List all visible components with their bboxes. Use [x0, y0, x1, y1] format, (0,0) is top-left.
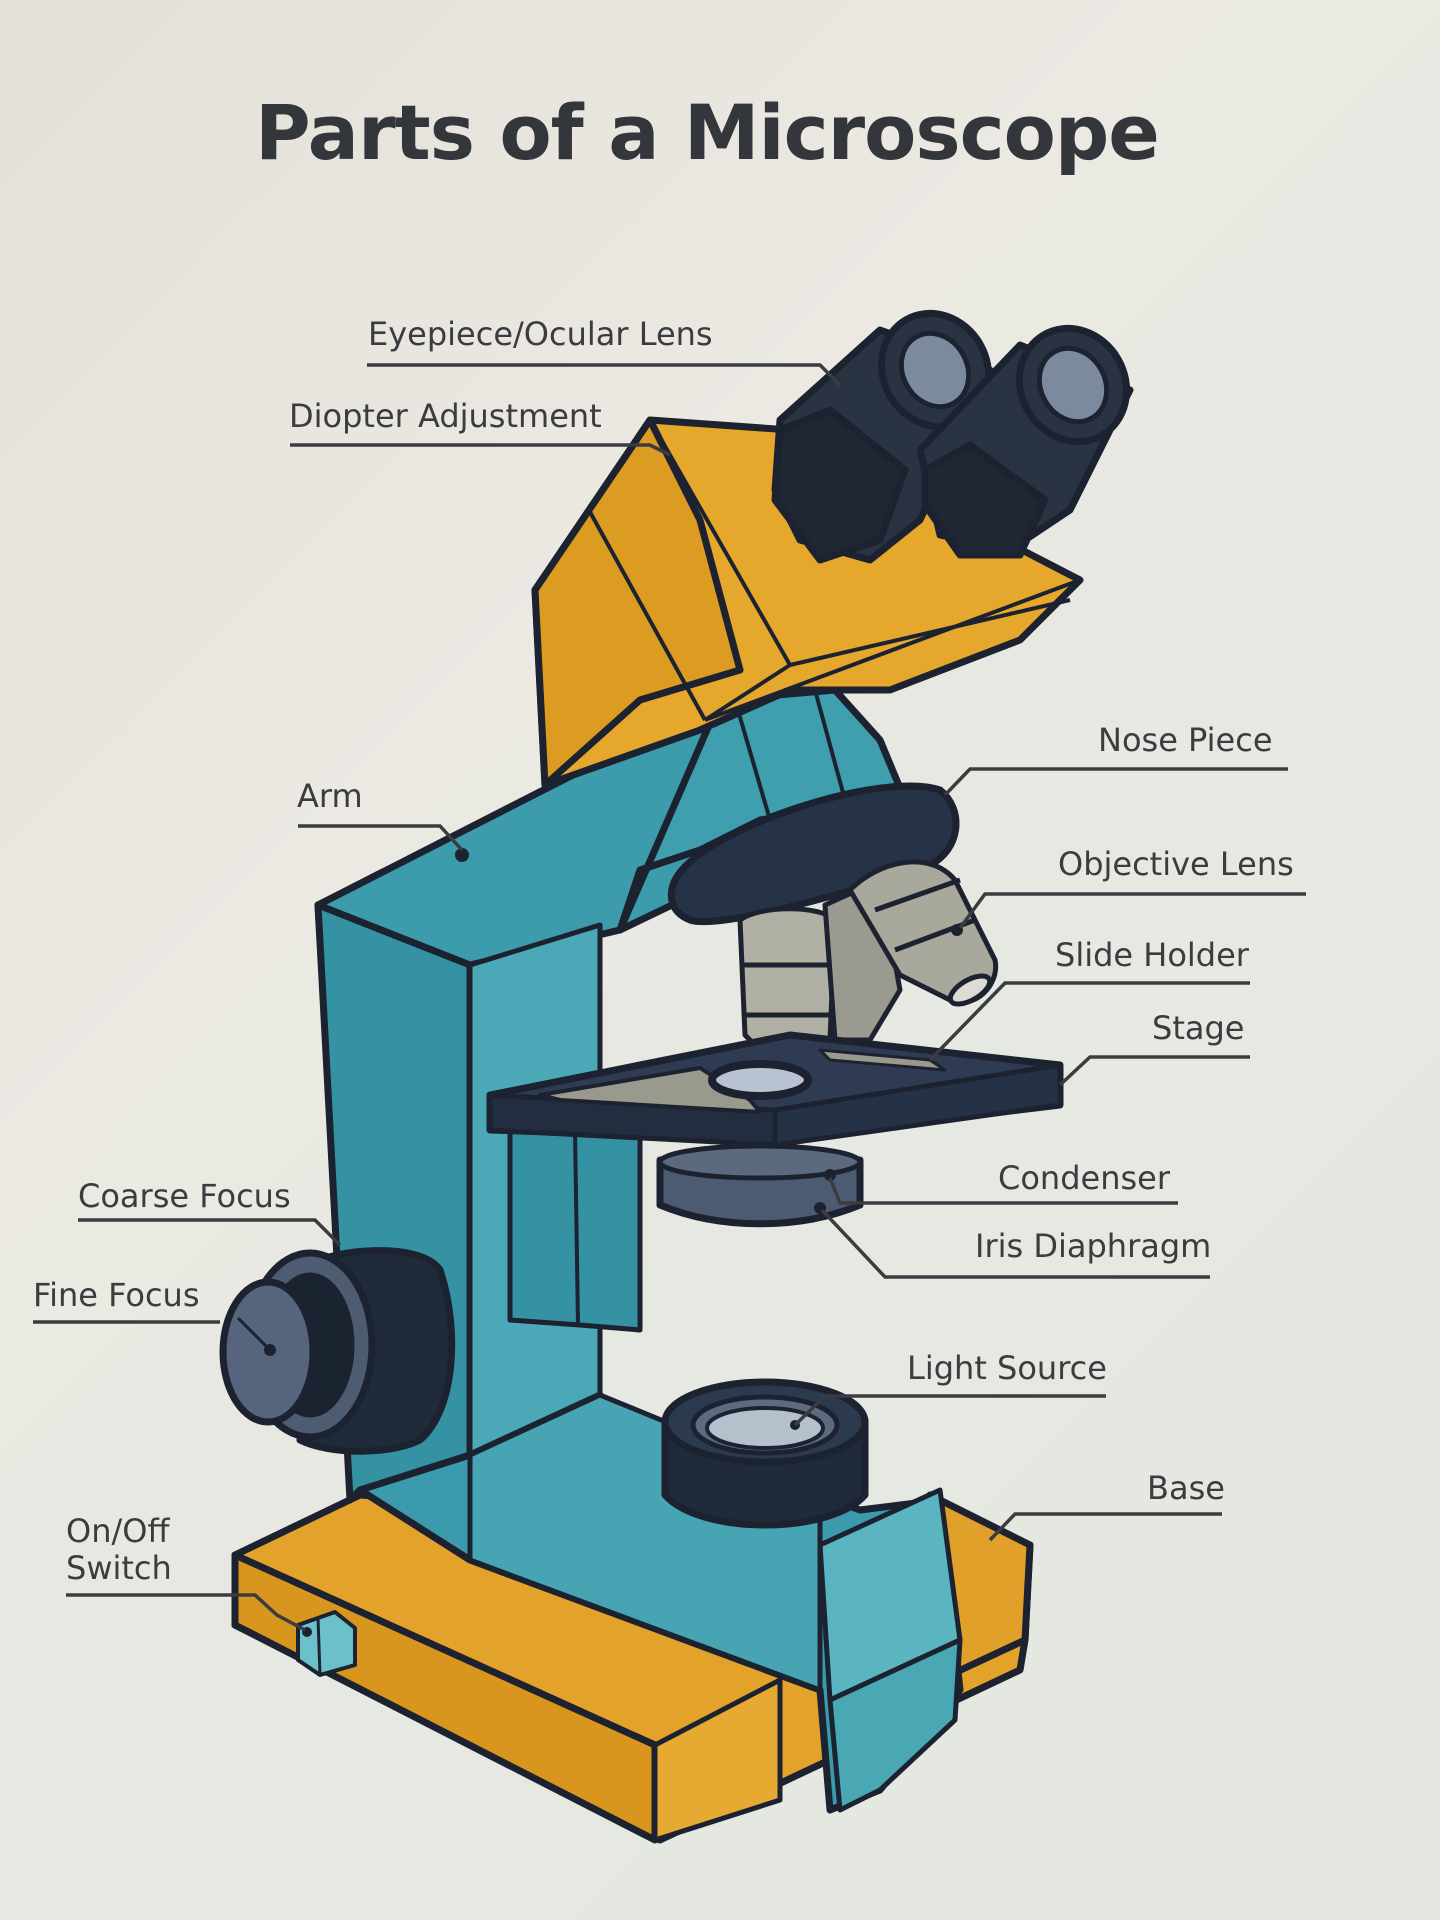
leader-condenser	[828, 1177, 1178, 1205]
fine-focus-knob	[219, 1278, 317, 1426]
nose-piece	[667, 782, 960, 926]
leader-iris	[820, 1208, 1210, 1279]
leader-base	[988, 1512, 1222, 1542]
leader-objective	[958, 892, 1306, 930]
leader-arm	[298, 824, 464, 852]
leader-light-source	[793, 1394, 1106, 1427]
page-title: Parts of a Microscope	[255, 88, 1160, 177]
label-on-off-line2: Switch	[66, 1548, 172, 1587]
eyepiece-left	[771, 309, 994, 564]
objective-lenses	[737, 859, 999, 1061]
label-fine-focus: Fine Focus	[33, 1276, 200, 1314]
leader-eyepiece	[367, 363, 842, 387]
label-on-off-line1: On/Off	[66, 1512, 170, 1550]
leader-nose-piece	[943, 767, 1288, 797]
label-nose-piece: Nose Piece	[1098, 721, 1273, 759]
leader-stage	[1058, 1055, 1250, 1087]
leader-diopter	[290, 443, 671, 457]
leader-switch	[66, 1593, 306, 1632]
on-off-switch	[296, 1610, 357, 1677]
leader-slide-holder	[928, 981, 1250, 1062]
label-arm: Arm	[297, 777, 363, 815]
label-coarse-focus: Coarse Focus	[78, 1177, 291, 1215]
leader-lines	[33, 363, 1306, 1632]
stage	[486, 1031, 1064, 1148]
label-iris-diaphragm: Iris Diaphragm	[975, 1227, 1212, 1265]
light-source	[661, 1378, 869, 1529]
leader-coarse-focus	[78, 1218, 342, 1247]
eyepiece-right	[916, 324, 1134, 559]
label-objective-lens: Objective Lens	[1058, 845, 1294, 883]
label-slide-holder: Slide Holder	[1055, 936, 1249, 974]
condenser	[656, 1143, 864, 1228]
label-light-source: Light Source	[907, 1349, 1107, 1387]
label-base: Base	[1147, 1469, 1225, 1507]
label-condenser: Condenser	[998, 1159, 1170, 1197]
label-eyepiece: Eyepiece/Ocular Lens	[368, 315, 713, 353]
label-on-off-switch: On/Off Switch	[66, 1513, 172, 1587]
label-stage: Stage	[1152, 1009, 1245, 1047]
label-diopter-adjustment: Diopter Adjustment	[289, 397, 602, 435]
